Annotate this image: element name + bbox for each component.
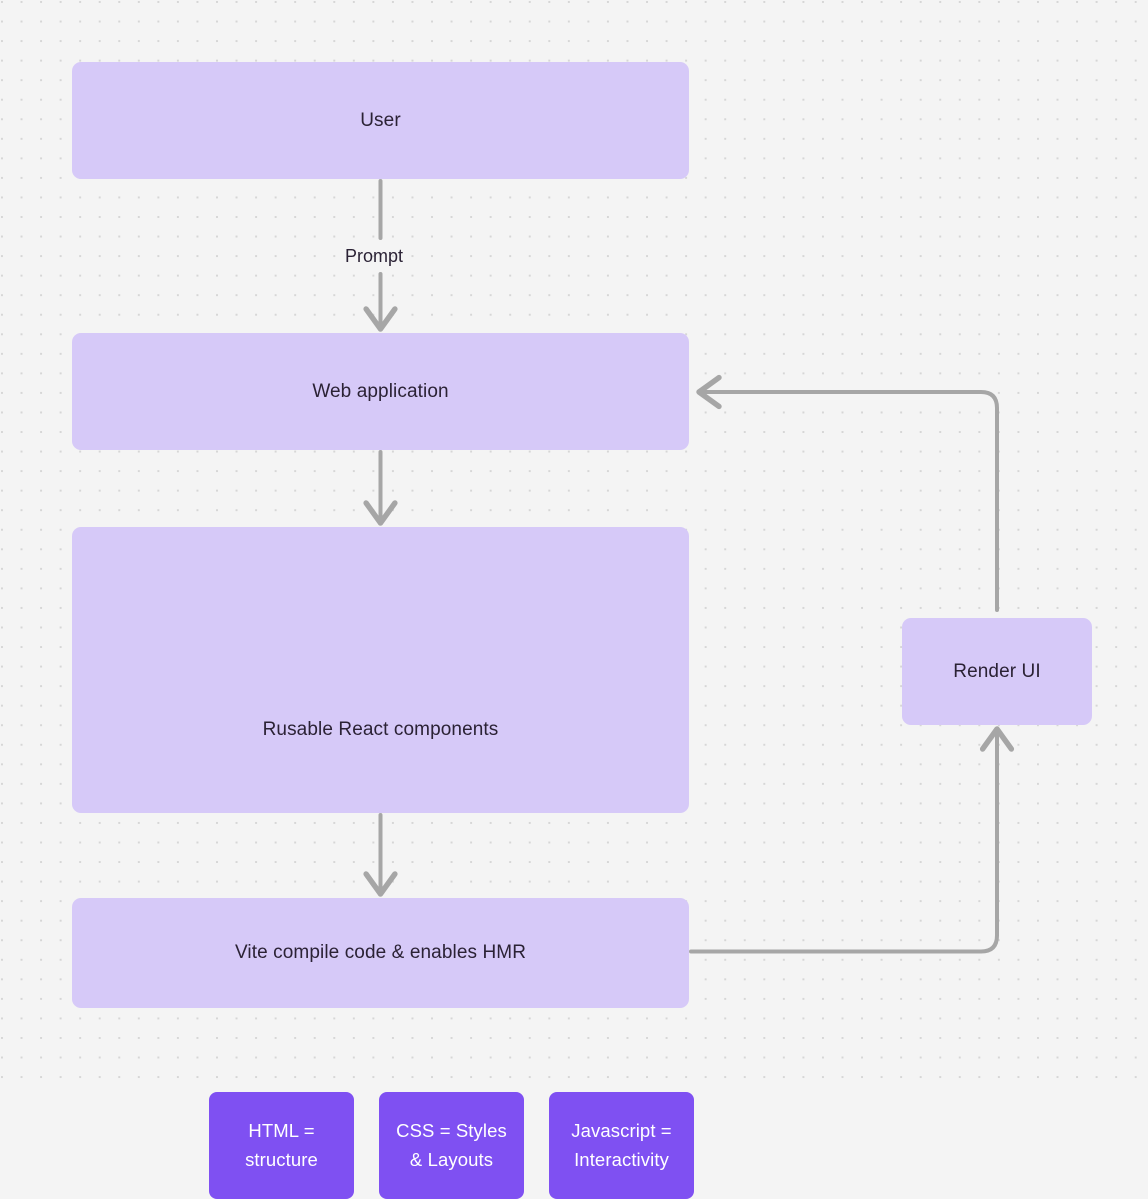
node-html-label-line1: HTML = <box>248 1119 315 1141</box>
node-render-ui[interactable]: Render UI <box>902 618 1092 725</box>
node-vite-label: Vite compile code & enables HMR <box>234 942 527 964</box>
node-vite[interactable]: Vite compile code & enables HMR <box>72 898 689 1008</box>
node-render-ui-label: Render UI <box>953 660 1041 682</box>
node-html[interactable]: HTML = structure <box>209 1092 354 1199</box>
node-javascript[interactable]: Javascript = Interactivity <box>549 1092 694 1199</box>
edge-render-to-webapp <box>696 374 999 612</box>
node-user[interactable]: User <box>72 62 689 179</box>
node-css-label-line1: CSS = Styles <box>396 1119 507 1141</box>
node-react-components[interactable]: HTML = structure CSS = Styles & Layouts … <box>72 527 694 1199</box>
node-html-label-line2: structure <box>245 1148 318 1170</box>
node-css-label: CSS = Styles & Layouts <box>396 1117 507 1174</box>
edge-label-prompt: Prompt <box>345 246 404 266</box>
node-javascript-label: Javascript = Interactivity <box>571 1117 671 1174</box>
node-react-components-caption: Rusable React components <box>262 719 499 740</box>
node-web-application[interactable]: Web application <box>72 333 689 450</box>
node-web-application-label: Web application <box>312 380 449 402</box>
node-javascript-label-line1: Javascript = <box>571 1119 672 1141</box>
node-css[interactable]: CSS = Styles & Layouts <box>379 1092 524 1199</box>
node-javascript-label-line2: Interactivity <box>574 1148 669 1170</box>
node-user-label: User <box>360 109 401 131</box>
node-html-label: HTML = structure <box>245 1117 318 1174</box>
edge-vite-to-render <box>689 726 1015 954</box>
node-css-label-line2: & Layouts <box>409 1148 494 1170</box>
